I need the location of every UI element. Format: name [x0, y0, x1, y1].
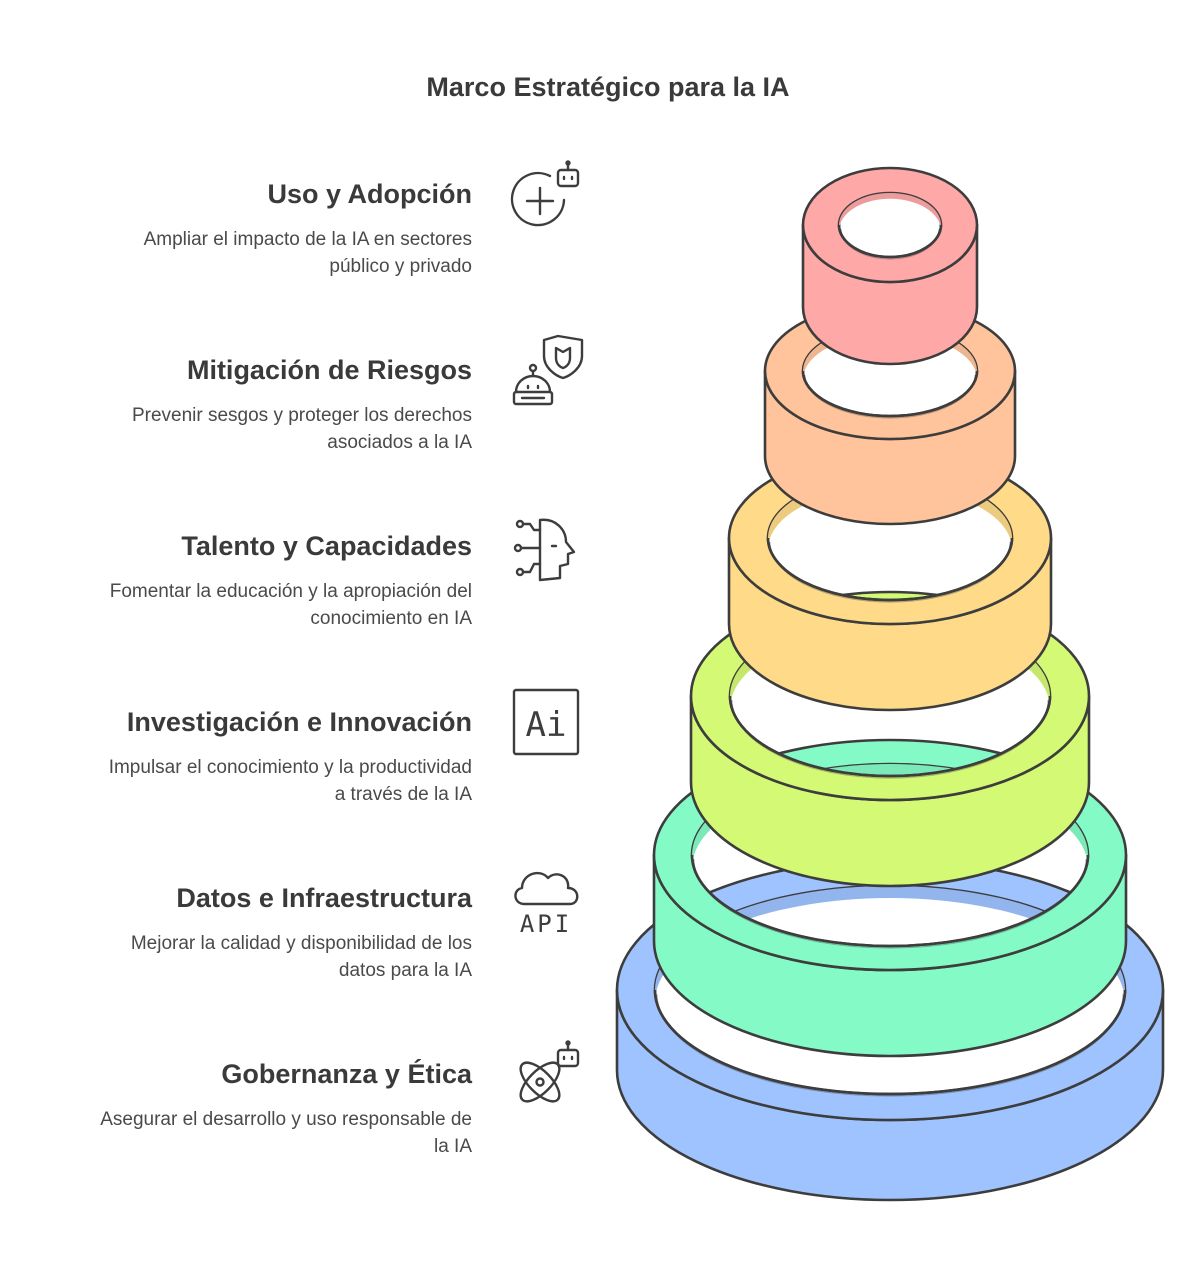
- ring-inner-edge: [837, 224, 943, 259]
- item-description: Asegurar el desarrollo y uso responsable…: [100, 1109, 472, 1157]
- cloud-api-label: API: [520, 910, 572, 938]
- ring-inner-edge: [653, 989, 1127, 1096]
- page-title: Marco Estratégico para la IA: [426, 72, 790, 102]
- ring-inner-depth: [804, 374, 976, 419]
- item-title: Mitigación de Riesgos: [186, 355, 472, 385]
- ring-inner-wall: [839, 193, 941, 231]
- ai-box-icon: Ai: [506, 684, 586, 764]
- robot-orbit-icon: [506, 1036, 586, 1116]
- ring-inner-edge: [690, 854, 1090, 948]
- ring-top-face: [801, 166, 979, 284]
- ring-uso-adopcion: [801, 166, 979, 366]
- ring-stack: [615, 166, 1165, 1202]
- cloud-api-icon: API: [506, 860, 586, 940]
- ring-inner-depth: [731, 699, 1049, 779]
- item-title: Datos e Infraestructura: [176, 883, 472, 913]
- item-talento-capacidades: Talento y Capacidades Fomentar la educac…: [12, 528, 472, 632]
- item-mitigacion-riesgos: Mitigación de Riesgos Prevenir sesgos y …: [12, 352, 472, 456]
- item-title: Investigación e Innovación: [126, 707, 472, 737]
- item-uso-adopcion: Uso y Adopción Ampliar el impacto de la …: [12, 176, 472, 280]
- ring-inner-depth: [693, 858, 1087, 949]
- ring-datos-infraestructura: [652, 738, 1128, 1058]
- item-investigacion-innovacion: Investigación e Innovación Impulsar el c…: [12, 704, 472, 808]
- ring-inner-depth: [840, 228, 940, 260]
- item-description: Fomentar la educación y la apropiación d…: [109, 581, 472, 629]
- ring-inner-edge: [728, 695, 1052, 778]
- item-description: Mejorar la calidad y disponibilidad de l…: [130, 933, 472, 981]
- item-title: Talento y Capacidades: [181, 531, 472, 561]
- item-gobernanza-etica: Gobernanza y Ética Asegurar el desarroll…: [12, 1056, 472, 1160]
- ai-box-label: Ai: [526, 705, 567, 745]
- robot-plus-icon: [506, 158, 586, 238]
- item-datos-infraestructura: Datos e Infraestructura Mejorar la calid…: [12, 880, 472, 984]
- robot-shield-icon: [506, 334, 586, 414]
- item-description: Impulsar el conocimiento y la productivi…: [108, 757, 472, 805]
- ring-gobernanza-etica: [615, 858, 1165, 1202]
- item-title: Gobernanza y Ética: [221, 1059, 472, 1089]
- ring-inner-depth: [656, 993, 1124, 1097]
- ring-inner-edge: [766, 537, 1014, 602]
- item-title: Uso y Adopción: [267, 179, 472, 209]
- ring-inner-edge: [801, 370, 979, 418]
- ai-head-icon: [506, 510, 586, 590]
- ring-inner-depth: [769, 541, 1011, 603]
